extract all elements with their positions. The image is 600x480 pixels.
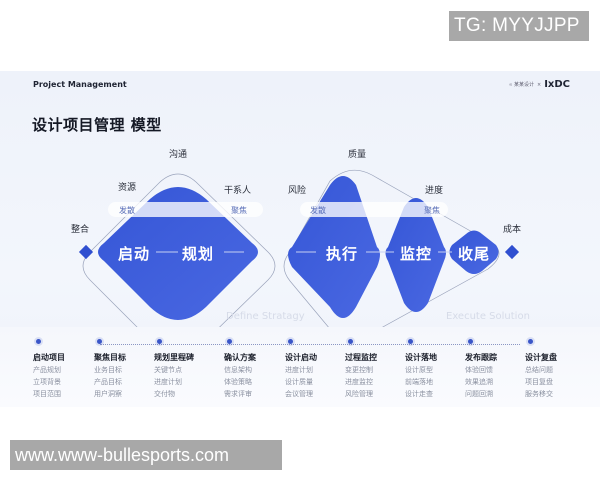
- step-item: 进度监控: [345, 378, 373, 386]
- step-title: 聚焦目标: [94, 353, 126, 362]
- timeline-dot: [468, 339, 473, 344]
- slide: Project Management ∝ 某某设计 × IxDC 设计项目管理 …: [0, 71, 600, 407]
- step-item: 体验回馈: [465, 366, 493, 374]
- step-item: 设计质量: [285, 378, 313, 386]
- step-item: 进度计划: [154, 378, 182, 386]
- label-communication: 沟通: [169, 150, 188, 160]
- step-item: 项目复盘: [525, 378, 553, 386]
- pill-diverge-left: 发散: [119, 206, 135, 215]
- left-pill: [108, 202, 263, 217]
- step-item: 业务目标: [94, 366, 122, 374]
- step-item: 产品目标: [94, 378, 122, 386]
- page-title: 设计项目管理 模型: [32, 116, 162, 134]
- timeline-step: 设计启动 进度计划 设计质量 会议管理: [285, 339, 355, 399]
- logo-separator: ×: [536, 81, 542, 88]
- watermark-bottom: www.www-bullesports.com: [10, 440, 282, 470]
- watermark-top: TG: MYYJJPP: [449, 11, 589, 41]
- step-item: 风险管理: [345, 390, 373, 398]
- pill-focus-left: 聚焦: [231, 206, 247, 215]
- shape-label-monitor: 监控: [400, 245, 433, 263]
- label-integration: 整合: [71, 225, 90, 235]
- step-title: 启动项目: [33, 353, 65, 362]
- shape-label-start: 启动: [118, 245, 151, 263]
- timeline-step: 确认方案 信息架构 体验策略 需求评审: [224, 339, 294, 399]
- header-title: Project Management: [33, 80, 127, 89]
- label-schedule: 进度: [425, 186, 444, 196]
- diamond-right: [504, 244, 520, 260]
- step-title: 过程监控: [345, 353, 377, 362]
- step-item: 服务移交: [525, 390, 553, 398]
- step-title: 设计落地: [405, 353, 437, 362]
- timeline-dot: [408, 339, 413, 344]
- shape-label-plan: 规划: [182, 245, 215, 263]
- slide-header: Project Management ∝ 某某设计 × IxDC: [0, 71, 600, 99]
- step-item: 设计走查: [405, 390, 433, 398]
- ghost-execute-solution: Execute Solution: [446, 311, 530, 322]
- diamond-left: [78, 244, 94, 260]
- step-item: 前端落地: [405, 378, 433, 386]
- timeline-dot: [348, 339, 353, 344]
- timeline-dotted-line: [100, 344, 520, 345]
- step-item: 立项背景: [33, 378, 61, 386]
- step-item: 需求评审: [224, 390, 252, 398]
- shape-close: [449, 230, 499, 274]
- timeline-step: 设计落地 设计原型 前端落地 设计走查: [405, 339, 475, 399]
- step-item: 信息架构: [224, 366, 252, 374]
- step-item: 效果追溯: [465, 378, 493, 386]
- logo-ixdc: IxDC: [544, 79, 570, 90]
- label-stakeholders: 干系人: [224, 186, 252, 196]
- shape-label-close: 收尾: [458, 245, 491, 263]
- left-outline: [82, 173, 276, 359]
- timeline-dot: [528, 339, 533, 344]
- step-item: 用户洞察: [94, 390, 122, 398]
- brand-logos: ∝ 某某设计 × IxDC: [509, 79, 570, 90]
- step-title: 规划里程碑: [154, 353, 194, 362]
- step-item: 总结问题: [525, 366, 553, 374]
- timeline-dot: [36, 339, 41, 344]
- label-cost: 成本: [503, 225, 522, 235]
- timeline-step: 规划里程碑 关键节点 进度计划 交付物: [154, 339, 224, 399]
- step-item: 进度计划: [285, 366, 313, 374]
- step-title: 设计复盘: [525, 353, 557, 362]
- step-item: 交付物: [154, 390, 175, 398]
- step-item: 设计原型: [405, 366, 433, 374]
- logo-left: ∝ 某某设计: [508, 82, 534, 88]
- step-item: 问题回溯: [465, 390, 493, 398]
- timeline-dot: [157, 339, 162, 344]
- pill-focus-right: 聚焦: [424, 206, 440, 215]
- step-item: 会议管理: [285, 390, 313, 398]
- step-item: 项目范围: [33, 390, 61, 398]
- model-diagram: [78, 169, 520, 359]
- step-item: 关键节点: [154, 366, 182, 374]
- timeline-step: 过程监控 变更控制 进度监控 风险管理: [345, 339, 415, 399]
- timeline-step: 设计复盘 总结问题 项目复盘 服务移交: [525, 339, 595, 399]
- step-item: 体验策略: [224, 378, 252, 386]
- shape-start-plan: [98, 187, 258, 320]
- pill-diverge-right: 发散: [310, 206, 326, 215]
- step-title: 设计启动: [285, 353, 317, 362]
- timeline-dot: [227, 339, 232, 344]
- step-title: 发布跟踪: [465, 353, 497, 362]
- label-quality: 质量: [348, 150, 367, 160]
- step-item: 产品规划: [33, 366, 61, 374]
- timeline-step: 启动项目 产品规划 立项背景 项目范围: [33, 339, 103, 399]
- step-title: 确认方案: [224, 353, 256, 362]
- timeline-dot: [97, 339, 102, 344]
- step-item: 变更控制: [345, 366, 373, 374]
- ghost-define-strategy: Define Stratagy: [226, 311, 305, 322]
- timeline-step: 发布跟踪 体验回馈 效果追溯 问题回溯: [465, 339, 535, 399]
- timeline-dot: [288, 339, 293, 344]
- shape-monitor: [385, 198, 446, 312]
- timeline: 启动项目 产品规划 立项背景 项目范围 聚焦目标 业务目标 产品目标 用户洞察 …: [0, 327, 600, 407]
- shape-label-execute: 执行: [326, 245, 359, 263]
- timeline-step: 聚焦目标 业务目标 产品目标 用户洞察: [94, 339, 164, 399]
- right-outline: [283, 169, 500, 340]
- right-pill: [300, 202, 448, 217]
- label-resources: 资源: [118, 183, 137, 193]
- label-risk: 风险: [288, 186, 307, 196]
